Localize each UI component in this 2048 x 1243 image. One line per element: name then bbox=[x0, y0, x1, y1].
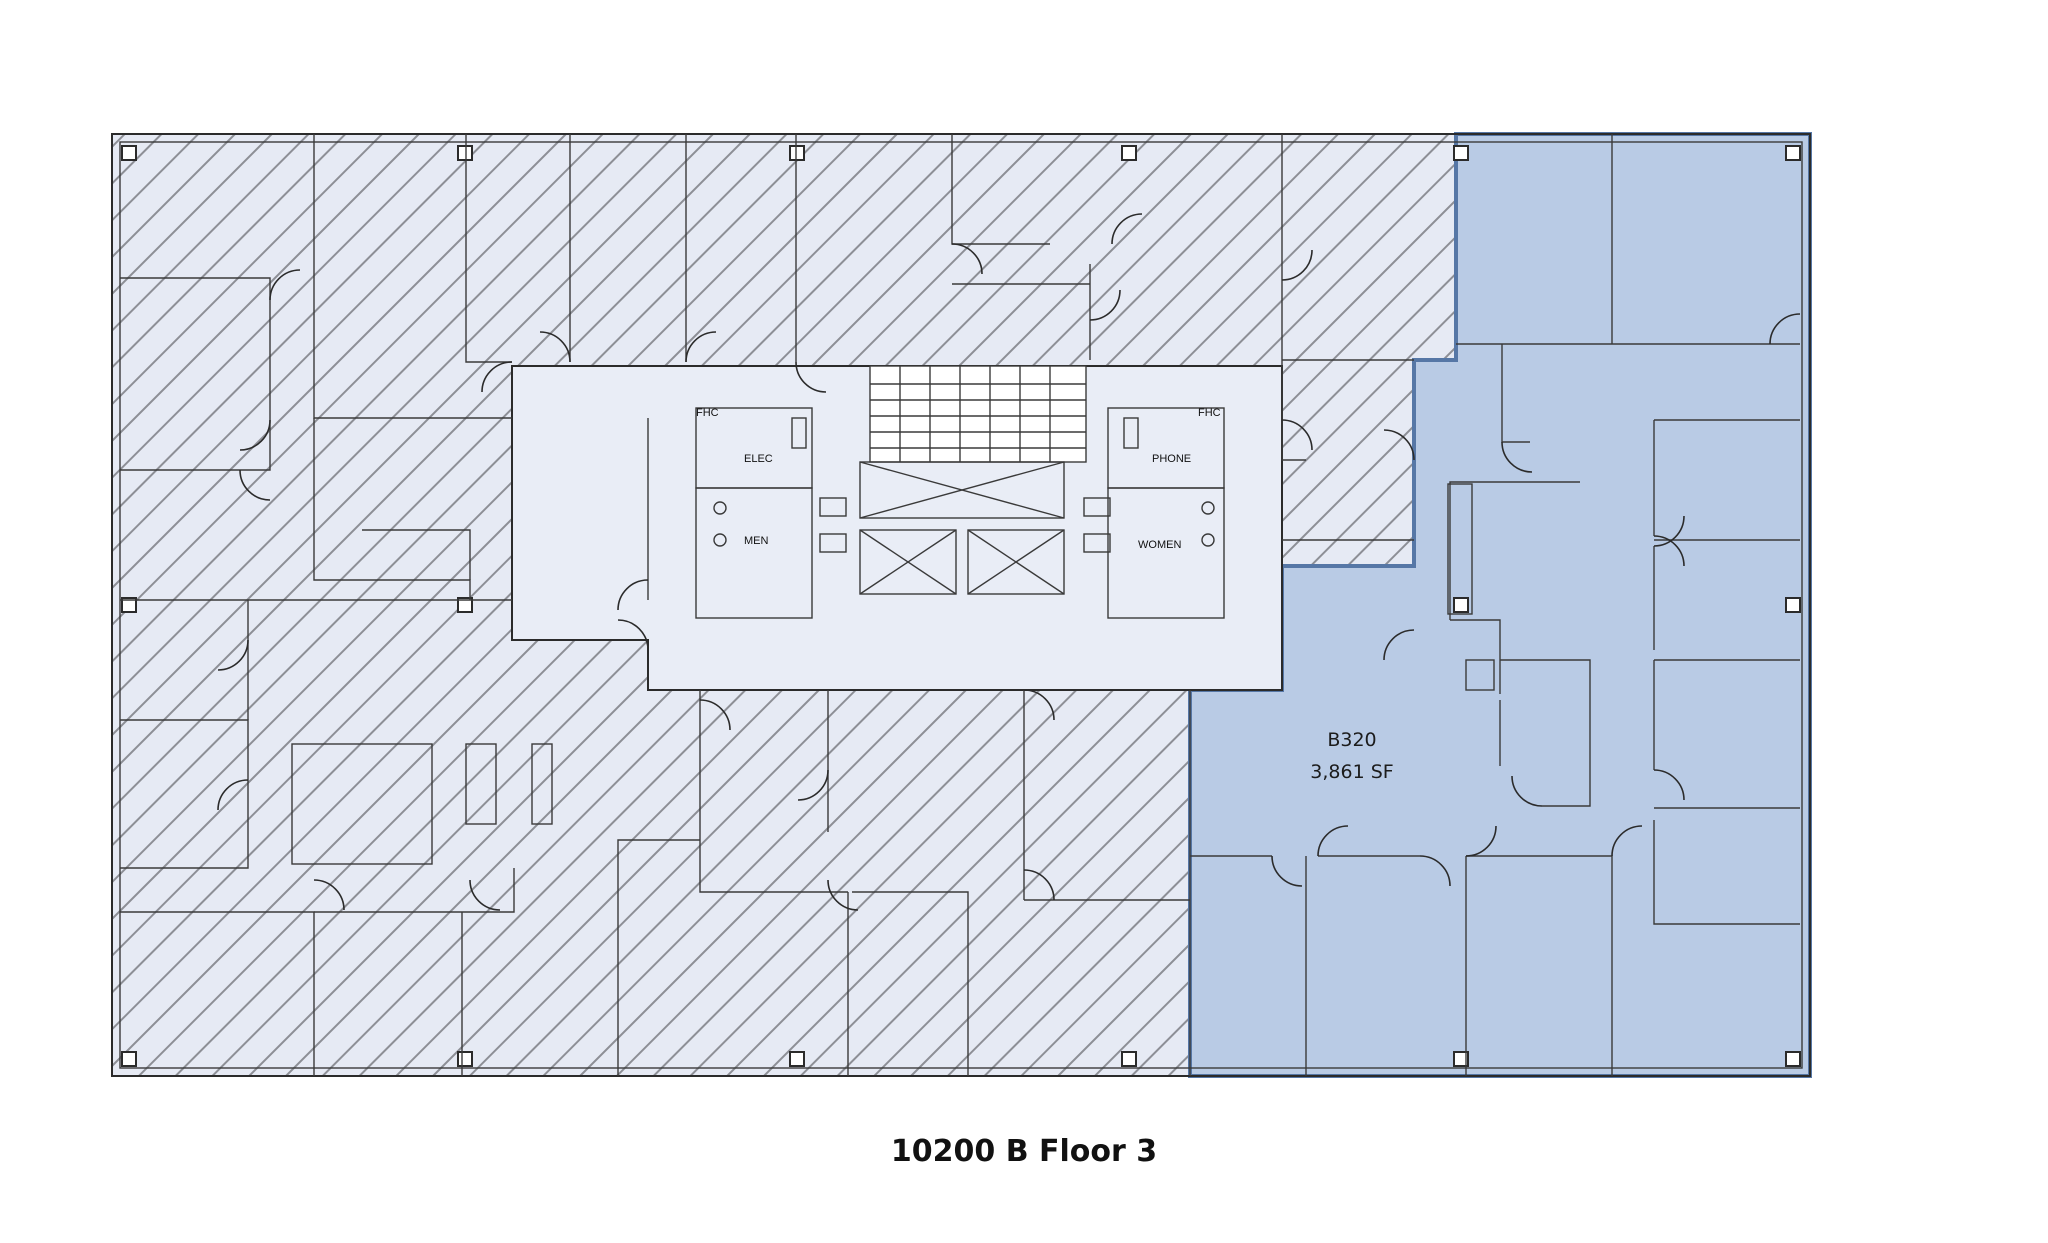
suite-id-label: B320 bbox=[1327, 729, 1376, 751]
suite-area-label: 3,861 SF bbox=[1310, 761, 1393, 783]
core-fixtures bbox=[695, 365, 1225, 619]
room-label-phone: PHONE bbox=[1152, 453, 1191, 465]
plan-title: 10200 B Floor 3 bbox=[890, 1134, 1158, 1169]
room-label-women: WOMEN bbox=[1138, 539, 1181, 551]
room-label-fhc-right: FHC bbox=[1198, 407, 1221, 419]
room-label-elec: ELEC bbox=[744, 453, 773, 465]
suite-b320-walls bbox=[1190, 134, 1800, 1076]
exterior-wall bbox=[111, 133, 1811, 1077]
interior-walls bbox=[120, 134, 1414, 1076]
room-label-men: MEN bbox=[744, 535, 769, 547]
door-swings bbox=[217, 213, 1801, 911]
room-label-fhc-left: FHC bbox=[696, 407, 719, 419]
columns bbox=[121, 145, 1801, 1067]
